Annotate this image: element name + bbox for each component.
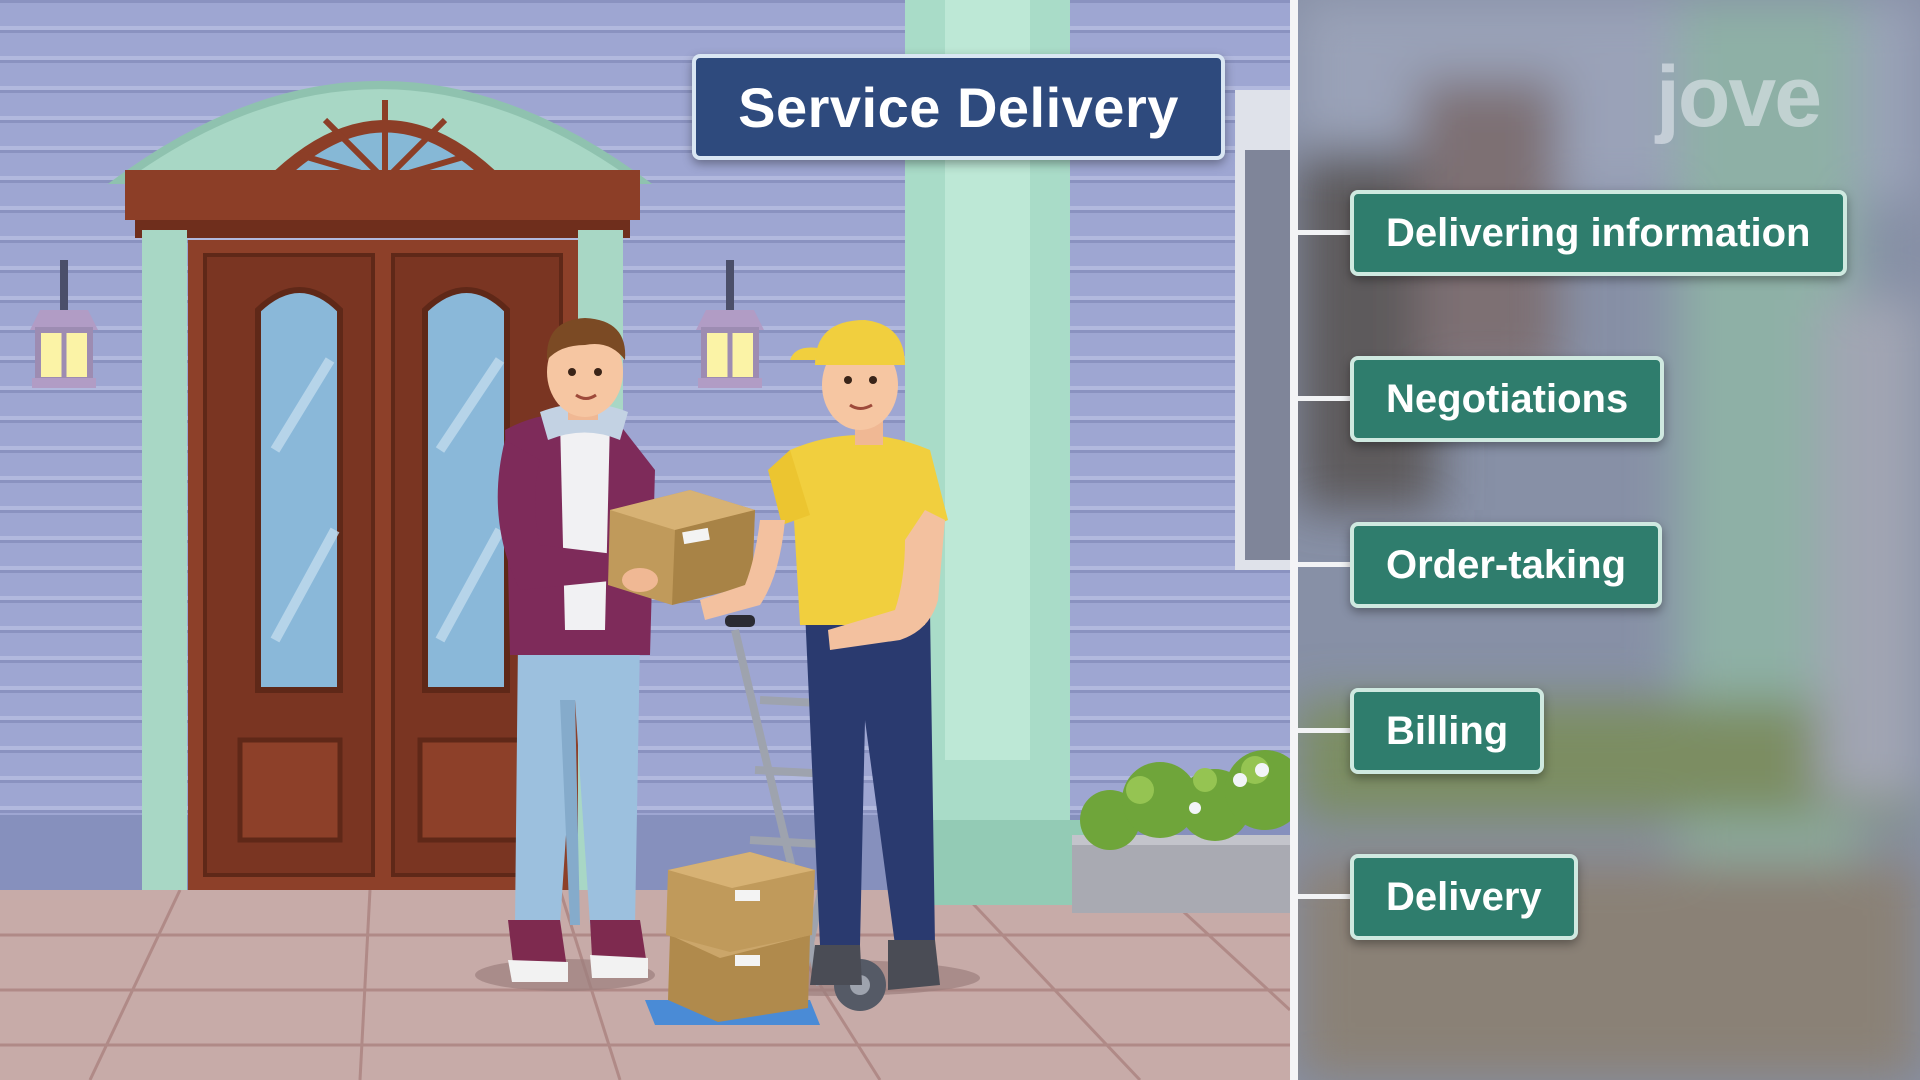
step-billing: Billing bbox=[1350, 688, 1545, 774]
scene-illustration bbox=[0, 0, 1290, 1080]
stacked-packages bbox=[666, 852, 815, 1022]
page-title: Service Delivery bbox=[738, 75, 1179, 139]
step-label: Delivering information bbox=[1386, 210, 1811, 255]
step-label: Order-taking bbox=[1386, 542, 1627, 587]
step-delivering-information: Delivering information bbox=[1350, 190, 1847, 276]
wall-lamp-right bbox=[696, 260, 764, 388]
customer-figure bbox=[497, 318, 655, 982]
connector-line bbox=[1298, 230, 1352, 235]
house-front-illustration bbox=[0, 0, 1290, 1080]
step-label: Delivery bbox=[1386, 874, 1542, 919]
delivery-person-figure bbox=[700, 320, 948, 990]
step-label: Negotiations bbox=[1386, 376, 1629, 421]
jove-logo: jove bbox=[1656, 54, 1822, 140]
step-negotiations: Negotiations bbox=[1350, 356, 1665, 442]
connector-line bbox=[1298, 396, 1352, 401]
step-label: Billing bbox=[1386, 708, 1509, 753]
title-banner: Service Delivery bbox=[692, 54, 1225, 160]
step-order-taking: Order-taking bbox=[1350, 522, 1663, 608]
tiled-floor bbox=[0, 890, 1290, 1080]
door-lintel bbox=[125, 170, 640, 220]
held-package bbox=[608, 490, 755, 605]
connector-line bbox=[1298, 728, 1352, 733]
logo-text: jove bbox=[1656, 49, 1822, 145]
panel-divider bbox=[1290, 0, 1298, 1080]
connector-line bbox=[1298, 562, 1352, 567]
connector-line bbox=[1298, 894, 1352, 899]
step-delivery: Delivery bbox=[1350, 854, 1578, 940]
wall-lamp-left bbox=[30, 260, 98, 388]
